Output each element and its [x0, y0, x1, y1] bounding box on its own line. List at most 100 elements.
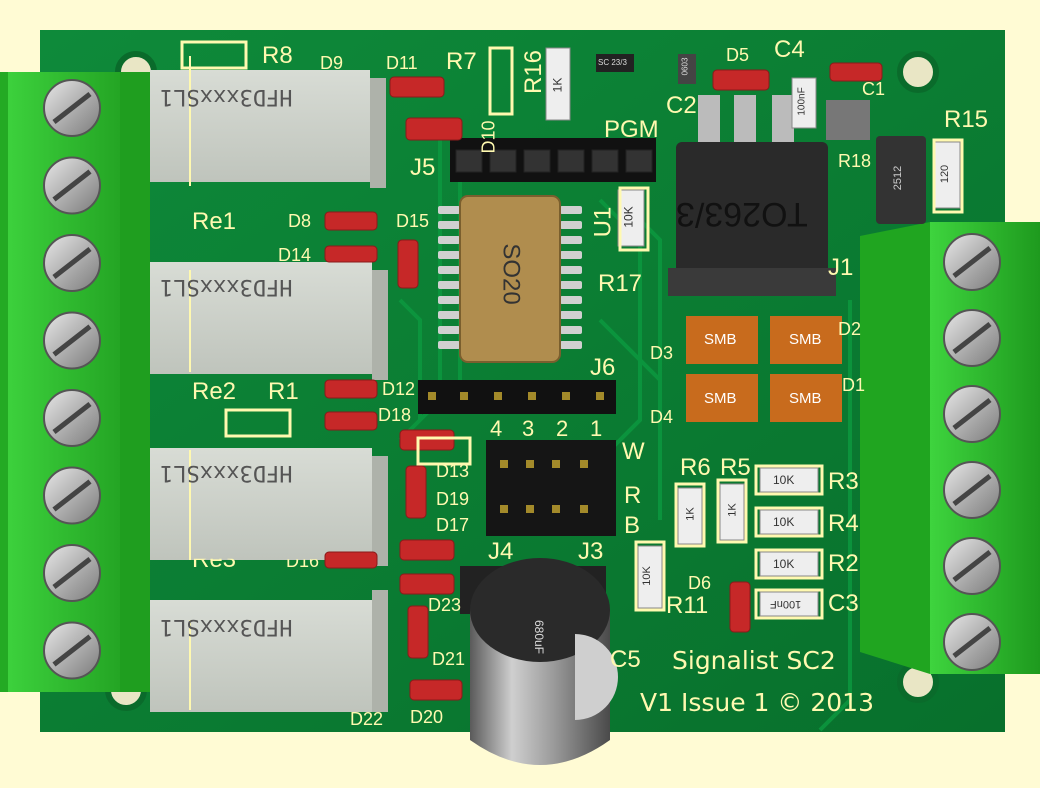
r6-value: 1K — [684, 507, 697, 521]
label-d22: D22 — [350, 709, 384, 729]
label-r6: R6 — [680, 454, 711, 481]
label-j5: J5 — [410, 154, 436, 181]
label-r8: R8 — [262, 42, 293, 69]
label-r18: R18 — [838, 151, 872, 171]
screw-slot — [52, 634, 92, 667]
label-c4: C4 — [774, 36, 805, 63]
ic-pin — [560, 341, 582, 349]
label-d2: D2 — [838, 319, 862, 339]
r15-value: 120 — [939, 164, 952, 184]
label-d9: D9 — [320, 53, 344, 73]
relay-re2 — [150, 262, 388, 380]
label-r16: R16 — [520, 49, 548, 95]
ic-pin — [560, 221, 582, 229]
silkscreen-outlines — [180, 40, 964, 620]
label-r17: R17 — [598, 270, 643, 297]
label-w: W — [622, 438, 645, 465]
smb-label: SMB — [704, 331, 737, 348]
ic-pin — [438, 266, 460, 274]
ic-pin — [438, 341, 460, 349]
ic-pin — [560, 251, 582, 259]
ic-pin — [560, 281, 582, 289]
relay-part-text: HFD3xxxSL1 — [160, 274, 293, 299]
mount-hole — [897, 51, 939, 93]
screw-slot — [952, 474, 992, 506]
header-j6 — [418, 380, 616, 414]
ic-pin — [560, 326, 582, 334]
c3-value: 100nF — [770, 598, 802, 610]
ic-pin — [438, 206, 460, 214]
label-d3: D3 — [650, 343, 674, 363]
relay-part-text: HFD3xxxSL1 — [160, 84, 293, 109]
label-u1: U1 — [589, 206, 617, 238]
label-pin1: 1 — [590, 416, 603, 441]
screw-slot — [952, 550, 992, 582]
label-r15: R15 — [944, 106, 989, 133]
label-b: B — [624, 512, 641, 539]
r3-value: 10K — [773, 473, 795, 487]
sot-package: SC 23/3 — [598, 58, 627, 67]
right-terminal-block — [860, 222, 1040, 674]
header-j5 — [450, 138, 656, 182]
label-pin2: 2 — [556, 416, 569, 441]
smb-label: SMB — [789, 331, 822, 348]
label-d8: D8 — [288, 211, 312, 231]
board-title: Signalist SC2 — [672, 646, 836, 675]
label-d20: D20 — [410, 707, 444, 727]
label-d18: D18 — [378, 405, 412, 425]
label-d13: D13 — [436, 461, 470, 481]
label-d17: D17 — [436, 515, 470, 535]
r2-value: 10K — [773, 557, 795, 571]
screw-slot — [52, 92, 92, 124]
label-d15: D15 — [396, 211, 430, 231]
screw-slot — [52, 169, 92, 202]
ic-pin — [560, 311, 582, 319]
label-r5: R5 — [720, 454, 751, 481]
label-d5: D5 — [726, 45, 750, 65]
smb-diodes — [686, 316, 842, 422]
left-terminal-screws — [43, 79, 101, 680]
ic-pin — [438, 281, 460, 289]
screw-slot — [952, 626, 992, 658]
ic-pin — [560, 266, 582, 274]
label-d11: D11 — [386, 53, 418, 73]
ic-pin — [560, 206, 582, 214]
label-j4: J4 — [488, 538, 514, 565]
label-c5: C5 — [610, 646, 641, 673]
r11-value: 10K — [640, 566, 653, 586]
label-r1: R1 — [268, 378, 299, 405]
screw-slot — [52, 479, 92, 512]
c4-value: 100nF — [796, 87, 808, 116]
header-j3-j4 — [486, 440, 616, 536]
regulator-to263 — [668, 95, 836, 296]
label-j6: J6 — [590, 354, 616, 381]
screw-slot — [52, 324, 92, 357]
label-r: R — [624, 482, 642, 509]
c2-package — [678, 54, 696, 84]
screw-slot — [952, 246, 992, 278]
ic-pin — [438, 251, 460, 259]
label-c3: C3 — [828, 590, 859, 617]
label-r7: R7 — [446, 48, 477, 75]
ic-pin — [560, 296, 582, 304]
relay-part-text: HFD3xxxSL1 — [160, 614, 293, 639]
to263-label: TO263/3 — [676, 195, 808, 233]
label-d1: D1 — [842, 375, 866, 395]
label-re3: Re3 — [192, 546, 237, 573]
capacitor-value: 680uF — [532, 619, 547, 655]
board-version: V1 Issue 1 © 2013 — [640, 688, 874, 717]
smb-label: SMB — [789, 390, 822, 407]
label-j1: J1 — [828, 254, 854, 281]
so20-label: SO20 — [497, 243, 525, 305]
capacitor-680uf — [460, 558, 618, 765]
label-d12: D12 — [382, 379, 416, 399]
label-d10: D10 — [478, 120, 499, 154]
sot-transistor — [826, 100, 870, 140]
right-terminal-screws — [943, 233, 1001, 671]
ic-so20 — [438, 195, 582, 363]
r4-value: 10K — [773, 515, 795, 529]
label-d16: D16 — [286, 551, 320, 571]
c2-package-text: 0603 — [680, 57, 690, 76]
label-j3: J3 — [578, 538, 604, 565]
